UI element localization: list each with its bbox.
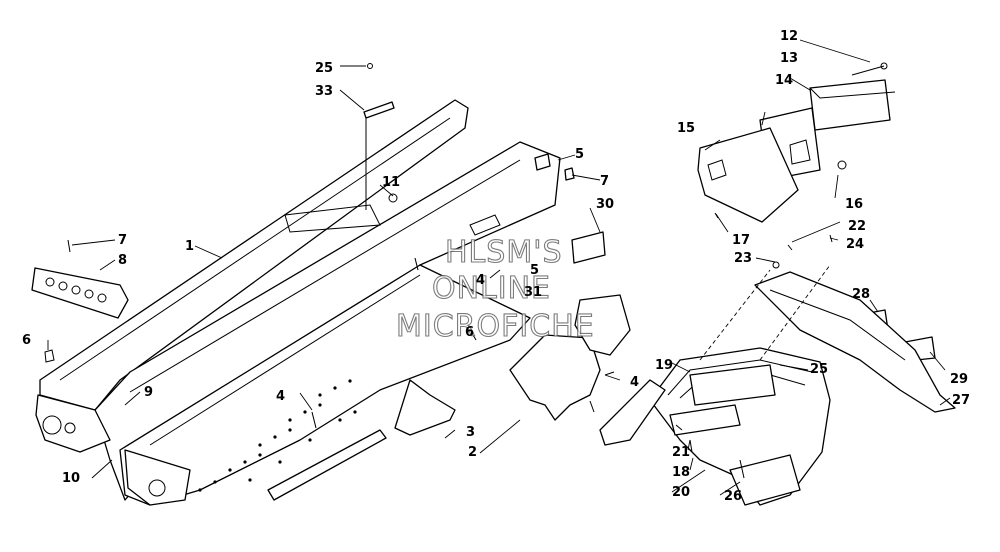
callout-23: 23 <box>734 251 752 266</box>
callout-30: 30 <box>596 197 614 212</box>
callout-10: 10 <box>62 471 80 486</box>
callout-11: 11 <box>382 175 400 190</box>
rear-flap <box>754 271 956 413</box>
callout-13: 13 <box>780 51 798 66</box>
callout-3: 3 <box>466 425 475 440</box>
leader-lines <box>47 39 951 496</box>
callout-31: 31 <box>524 285 542 300</box>
bracket-part-3 <box>394 379 456 436</box>
watermark-line-1: HLSM'S <box>445 235 563 270</box>
taillight-assembly <box>697 79 896 223</box>
callout-5a: 5 <box>575 147 584 162</box>
hardware <box>44 62 888 479</box>
rear-bumper-assembly <box>599 347 831 506</box>
callout-14: 14 <box>775 73 793 88</box>
cover-part-2b <box>574 294 631 356</box>
callout-4c: 4 <box>630 375 639 390</box>
watermark: HLSM'S ONLINE MICROFICHE <box>395 234 595 344</box>
watermark-line-3: MICROFICHE <box>396 309 595 344</box>
callout-25: 25 <box>810 362 828 377</box>
callout-9: 9 <box>144 385 153 400</box>
callout-21: 21 <box>672 445 690 460</box>
callout-7a: 7 <box>118 233 127 248</box>
callout-27: 27 <box>952 393 970 408</box>
callout-6b: 6 <box>465 325 474 340</box>
callout-15: 15 <box>677 121 695 136</box>
callout-16: 16 <box>845 197 863 212</box>
callout-18: 18 <box>672 465 690 480</box>
callout-19: 19 <box>655 358 673 373</box>
callout-22: 22 <box>848 219 866 234</box>
callout-2: 2 <box>468 445 477 460</box>
tunnel-assembly <box>35 99 561 506</box>
callout-4b: 4 <box>276 389 285 404</box>
callout-29: 29 <box>950 372 968 387</box>
callout-20: 20 <box>672 485 690 500</box>
callout-28: 28 <box>852 287 870 302</box>
watermark-line-2: ONLINE <box>432 271 551 306</box>
front-bumper-piece <box>31 267 129 319</box>
callout-33: 33 <box>315 84 333 99</box>
callout-4a: 4 <box>476 273 485 288</box>
callout-7b: 7 <box>600 174 609 189</box>
callout-1: 1 <box>185 239 194 254</box>
decal-30 <box>571 231 606 264</box>
callout-labels: 25 33 1 7 8 11 5 7 30 4 5 31 6 6 9 10 4 … <box>22 29 970 504</box>
callout-12: 12 <box>780 29 798 44</box>
callout-5b: 5 <box>530 263 539 278</box>
running-board-strip <box>267 429 387 501</box>
callout-32: 25 <box>315 61 333 76</box>
cover-part-2 <box>509 334 601 421</box>
callout-6a: 6 <box>22 333 31 348</box>
callout-24: 24 <box>846 237 864 252</box>
callout-26: 26 <box>724 489 742 504</box>
callout-17: 17 <box>732 233 750 248</box>
callout-8: 8 <box>118 253 127 268</box>
